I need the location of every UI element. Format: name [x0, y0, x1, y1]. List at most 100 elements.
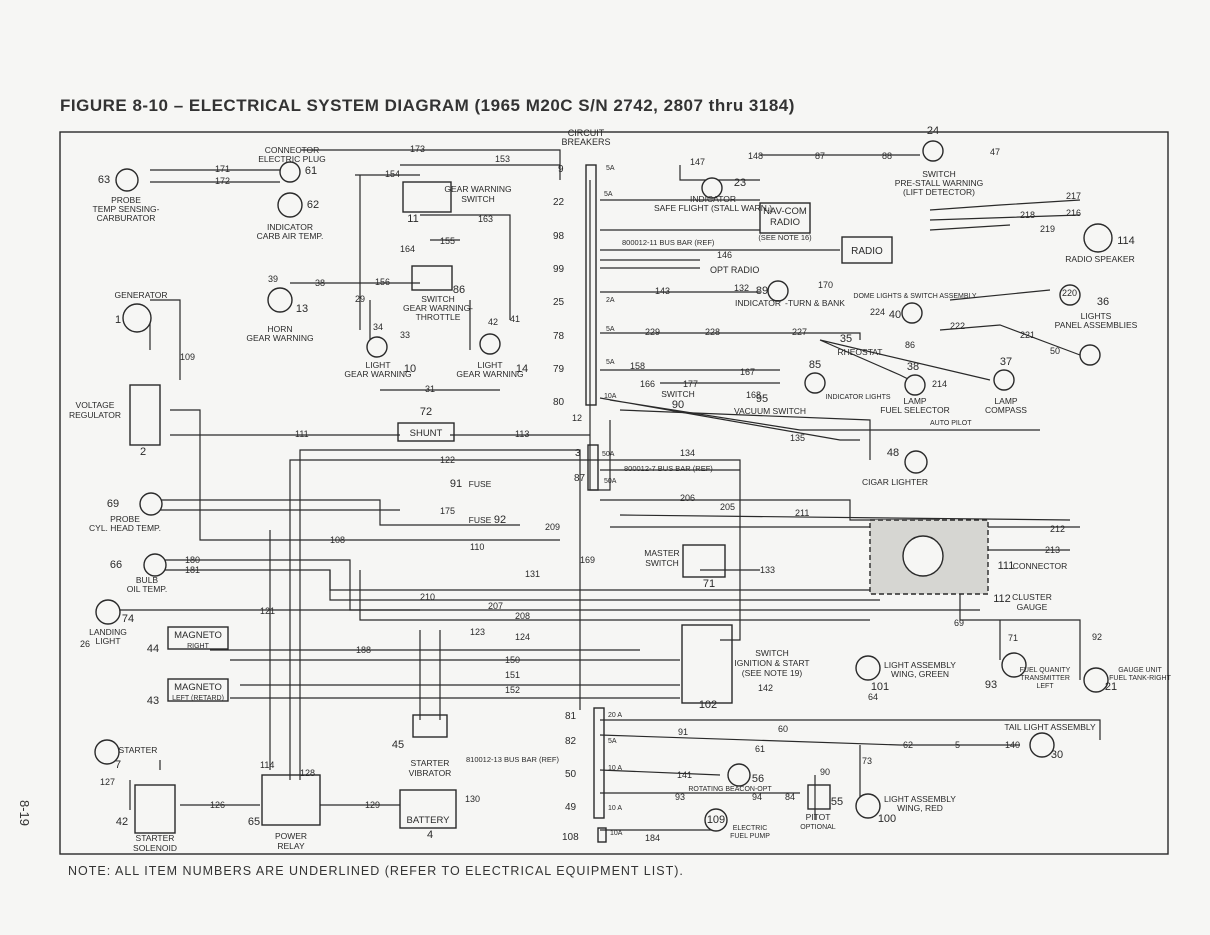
fuel-transmitter-item: 93: [985, 679, 997, 691]
vacuum-switch-label: VACUUM SWITCH: [734, 406, 806, 416]
breaker-49-item: 49: [565, 802, 577, 813]
panel-light-1-circle: [1059, 284, 1081, 306]
starter-solenoid-item: 42: [116, 816, 128, 828]
rheostat-item: 35: [840, 333, 852, 345]
indicator-turn-item: 89: [756, 285, 768, 297]
light-red-circle: [855, 793, 881, 819]
wire-label: 181: [185, 565, 200, 575]
wire-label: 211: [795, 508, 809, 518]
vacuum-switch-item: 95: [756, 393, 768, 405]
wire-label: 177: [683, 379, 698, 389]
fuse-92-label: FUSE: [469, 515, 492, 525]
dome-lights-item: 40: [889, 309, 901, 321]
wire-label: 153: [495, 154, 510, 164]
connector-111-item: 111: [998, 560, 1015, 572]
wire-label: 128: [300, 768, 315, 778]
light-red-item: 100: [878, 813, 896, 825]
breaker-82-rating: 5A: [608, 738, 617, 745]
bus-bar-3: 810012-13 BUS BAR (REF): [466, 755, 559, 764]
starter-vibrator-item: 45: [392, 739, 404, 751]
wire-label: 141: [677, 770, 692, 780]
breaker-strip: [585, 164, 597, 406]
master-switch-item: 71: [703, 578, 715, 590]
pitot-box: [807, 784, 831, 810]
wire-label: 5: [955, 740, 960, 750]
wire-label: 169: [580, 555, 595, 565]
starter-vibrator-box: [412, 714, 448, 738]
wire-label: 168: [746, 390, 761, 400]
wire-label: 124: [515, 632, 530, 642]
wire-label: 148: [748, 151, 763, 161]
wire-label: 207: [488, 601, 503, 611]
indicator-lights-label: INDICATOR LIGHTS: [825, 394, 890, 401]
lamp-compass-circle: [993, 369, 1015, 391]
wire-label: 129: [365, 800, 380, 810]
bus-bar-1: 800012-11 BUS BAR (REF): [622, 238, 715, 247]
wire-label: 47: [990, 147, 1000, 157]
wire-label: 163: [478, 214, 493, 224]
landing-light-circle: [95, 599, 121, 625]
switch-throttle-item: 86: [453, 284, 465, 296]
fuse-92-item: 92: [494, 514, 506, 526]
indicator-turn-label: INDICATOR-TURN & BANK: [735, 298, 845, 308]
landing-light-item: 74: [122, 613, 134, 625]
gauge-unit-circle: [1083, 667, 1109, 693]
breaker-78-rating: 5A: [606, 326, 615, 333]
lamp-compass-item: 37: [1000, 356, 1012, 368]
navcom-radio-box: [759, 202, 811, 234]
wire-label: 87: [815, 151, 825, 161]
wire-label: 156: [375, 277, 390, 287]
rotating-beacon-circle: [727, 763, 751, 787]
wire-label: 206: [680, 493, 695, 503]
breaker-87-item: 87: [574, 473, 586, 484]
breaker-82-item: 82: [565, 736, 577, 747]
wire-label: 209: [545, 522, 560, 532]
rotating-beacon-label: ROTATING BEACON-OPT: [688, 786, 772, 793]
wire-label: 212: [1050, 524, 1065, 534]
wire-label: 26: [80, 639, 90, 649]
lamp-fuel-circle: [904, 374, 926, 396]
wire-label: 84: [785, 792, 795, 802]
wire-label: 166: [640, 379, 655, 389]
wire-label: 173: [410, 144, 425, 154]
radio-speaker-item: 114: [1117, 235, 1135, 247]
wire-label: 155: [440, 236, 455, 246]
breaker-25-item: 25: [553, 297, 565, 308]
breaker-50-item: 50: [565, 769, 577, 780]
starter-solenoid-box: [134, 784, 176, 834]
power-relay-box: [261, 774, 321, 826]
cluster-gauge-item: 112: [993, 593, 1011, 605]
wire-label: 109: [180, 352, 195, 362]
breaker-22-rating: 5A: [604, 191, 613, 198]
wire-label: 113: [515, 429, 529, 439]
probe-cyl-item: 69: [107, 498, 119, 510]
wire-label: 164: [400, 244, 415, 254]
rotating-beacon-item: 56: [752, 773, 764, 785]
wire-label: 111: [295, 429, 309, 439]
breaker-3-rating: 50A: [602, 451, 615, 458]
wire-label: 151: [505, 670, 520, 680]
wire-label: 29: [355, 294, 365, 304]
wire-label: 34: [373, 322, 383, 332]
dome-light-circle: [901, 302, 923, 324]
wire-label: 121: [260, 606, 275, 616]
wire-label: 61: [755, 744, 765, 754]
bus-bar-2: 800012-7 BUS BAR (REF): [624, 464, 713, 473]
breaker-99-item: 99: [553, 264, 565, 275]
wire-label: 134: [680, 448, 695, 458]
light-10-circle: [366, 336, 388, 358]
breaker-25-rating: 2A: [606, 297, 615, 304]
switch-24-item: 24: [927, 125, 939, 137]
breaker-80-item: 80: [553, 397, 565, 408]
